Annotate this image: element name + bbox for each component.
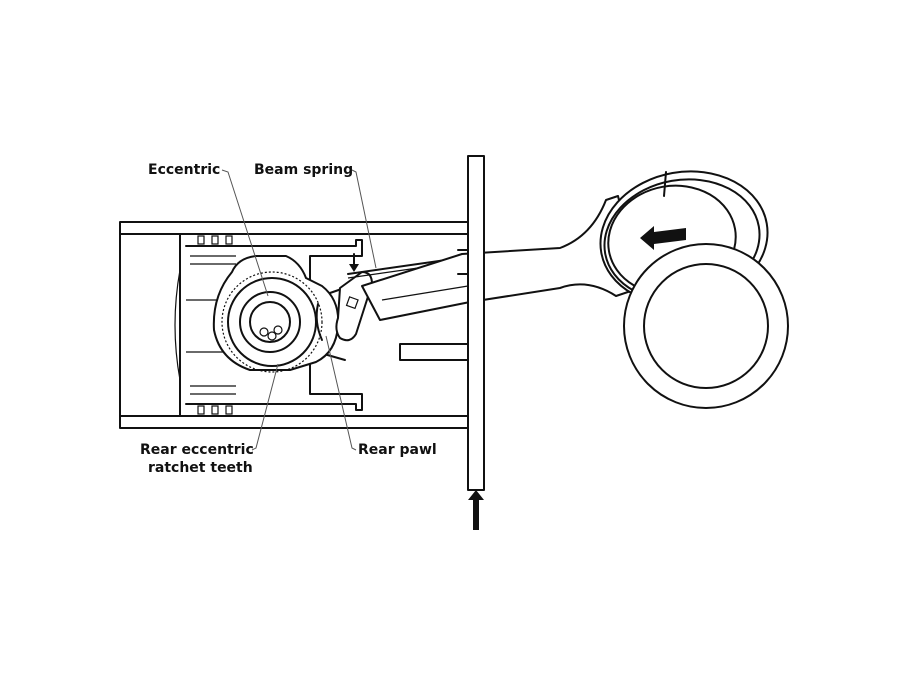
label-beam-spring: Beam spring [254,162,353,178]
rotation-arrow-icon [640,226,686,250]
label-rear-eccentric-line2: ratchet teeth [148,460,253,476]
up-arrow-icon [468,490,484,530]
label-rear-eccentric-line1: Rear eccentric [140,442,254,458]
wheel [623,243,789,409]
label-rear-pawl: Rear pawl [358,442,437,458]
leader-lines [221,169,377,451]
label-eccentric: Eccentric [148,162,220,178]
vertical-plate [467,155,485,530]
